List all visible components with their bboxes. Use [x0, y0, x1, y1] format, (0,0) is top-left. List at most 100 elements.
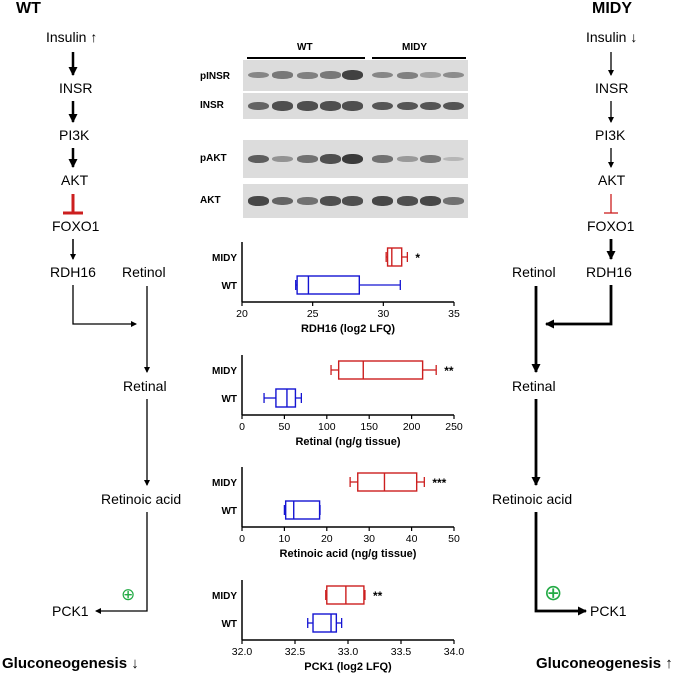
blot-band [272, 71, 293, 79]
blot-band [372, 101, 393, 111]
x-tick-label: 150 [360, 421, 378, 433]
blot-band [420, 101, 441, 111]
left-activation-plus-icon: ⊕ [121, 585, 136, 604]
right-akt-label: AKT [598, 172, 626, 188]
blot-band [342, 101, 363, 111]
blot-band [248, 154, 269, 164]
right-arrow-retinoic-pck1 [534, 512, 587, 616]
left-retinol-label: Retinol [122, 264, 166, 280]
box-iqr [296, 275, 361, 295]
x-tick-label: 35 [448, 308, 460, 320]
x-tick-label: 250 [445, 421, 463, 433]
y-category-label: MIDY [212, 591, 237, 602]
x-tick-label: 10 [279, 533, 291, 545]
right-retinal-label: Retinal [512, 378, 556, 394]
y-category-label: WT [221, 506, 237, 517]
y-category-label: MIDY [212, 478, 237, 489]
x-tick-label: 34.0 [444, 646, 465, 658]
left-gluconeogenesis-label: Gluconeogenesis ↓ [2, 655, 139, 672]
blot-band [320, 196, 341, 206]
blot-band [397, 71, 418, 79]
blot-band [372, 196, 393, 206]
left-akt-label: AKT [61, 172, 89, 188]
blot-band [342, 196, 363, 206]
left-retinoic-acid-label: Retinoic acid [101, 491, 182, 507]
right-retinol-label: Retinol [512, 264, 556, 280]
significance-label: ** [373, 589, 383, 603]
blot-panel-label: AKT [200, 195, 221, 206]
x-axis-title: RDH16 (log2 LFQ) [301, 323, 395, 335]
right-activation-plus-icon: ⊕ [544, 580, 563, 605]
blot-group-wt-label: WT [297, 42, 313, 53]
x-axis-title: PCK1 (log2 LFQ) [304, 661, 392, 673]
right-arrow-rdh16-retinol [545, 285, 613, 329]
y-category-label: WT [221, 394, 237, 405]
blot-band [272, 196, 293, 206]
blot-band [320, 71, 341, 79]
left-retinal-label: Retinal [123, 378, 167, 394]
right-gluconeogenesis-label: Gluconeogenesis ↑ [536, 655, 673, 672]
x-tick-label: 32.5 [285, 646, 306, 658]
blot-band [297, 71, 318, 79]
x-tick-label: 30 [363, 533, 375, 545]
blot-band [372, 155, 393, 163]
x-tick-label: 33.0 [338, 646, 359, 658]
blot-band [397, 156, 418, 162]
box-iqr [386, 247, 403, 267]
y-category-label: WT [221, 619, 237, 630]
significance-label: * [415, 251, 420, 265]
blot-band [420, 155, 441, 163]
x-tick-label: 0 [239, 533, 245, 545]
blot-band [397, 196, 418, 206]
box-iqr [357, 472, 418, 492]
blot-band [342, 70, 363, 80]
y-category-label: WT [221, 281, 237, 292]
blot-band [297, 101, 318, 111]
x-tick-label: 32.0 [232, 646, 253, 658]
right-insulin-label: Insulin ↓ [586, 29, 638, 45]
blot-band [272, 155, 293, 163]
y-category-label: MIDY [212, 366, 237, 377]
blot-band [272, 101, 293, 111]
x-tick-label: 50 [448, 533, 460, 545]
blot-panel-label: pAKT [200, 153, 227, 164]
x-axis-title: Retinoic acid (ng/g tissue) [280, 548, 417, 560]
blot-band [320, 101, 341, 111]
blot-band [420, 72, 441, 78]
blot-band [372, 71, 393, 79]
blot-band [443, 197, 464, 205]
significance-label: ** [444, 364, 454, 378]
x-tick-label: 20 [236, 308, 248, 320]
blot-band [443, 71, 464, 79]
x-axis-title: Retinal (ng/g tissue) [295, 436, 400, 448]
right-retinoic-acid-label: Retinoic acid [492, 491, 573, 507]
blot-band [420, 196, 441, 206]
blot-group-midy-label: MIDY [402, 42, 427, 53]
right-rdh16-label: RDH16 [586, 264, 632, 280]
box-iqr [284, 500, 321, 520]
blot-band [297, 197, 318, 205]
left-arrow-rdh16-retinol [72, 285, 137, 327]
x-tick-label: 25 [307, 308, 319, 320]
left-arrow-retinoic-pck1 [95, 512, 148, 614]
blot-group-wt-bar [247, 57, 365, 59]
left-foxo1-label: FOXO1 [52, 218, 100, 234]
box-iqr [337, 360, 424, 380]
blot-panel-label: INSR [200, 100, 224, 111]
x-tick-label: 200 [403, 421, 421, 433]
right-pi3k-label: PI3K [595, 127, 626, 143]
x-tick-label: 30 [377, 308, 389, 320]
blot-band [342, 154, 363, 164]
right-foxo1-label: FOXO1 [587, 218, 635, 234]
x-tick-label: 20 [321, 533, 333, 545]
blot-band [443, 156, 464, 162]
significance-label: *** [432, 476, 446, 490]
right-pathway-header: MIDY [592, 0, 632, 17]
left-insr-label: INSR [59, 80, 93, 96]
blot-band [248, 196, 269, 206]
left-rdh16-label: RDH16 [50, 264, 96, 280]
blot-band [248, 71, 269, 79]
box-iqr [275, 388, 297, 408]
